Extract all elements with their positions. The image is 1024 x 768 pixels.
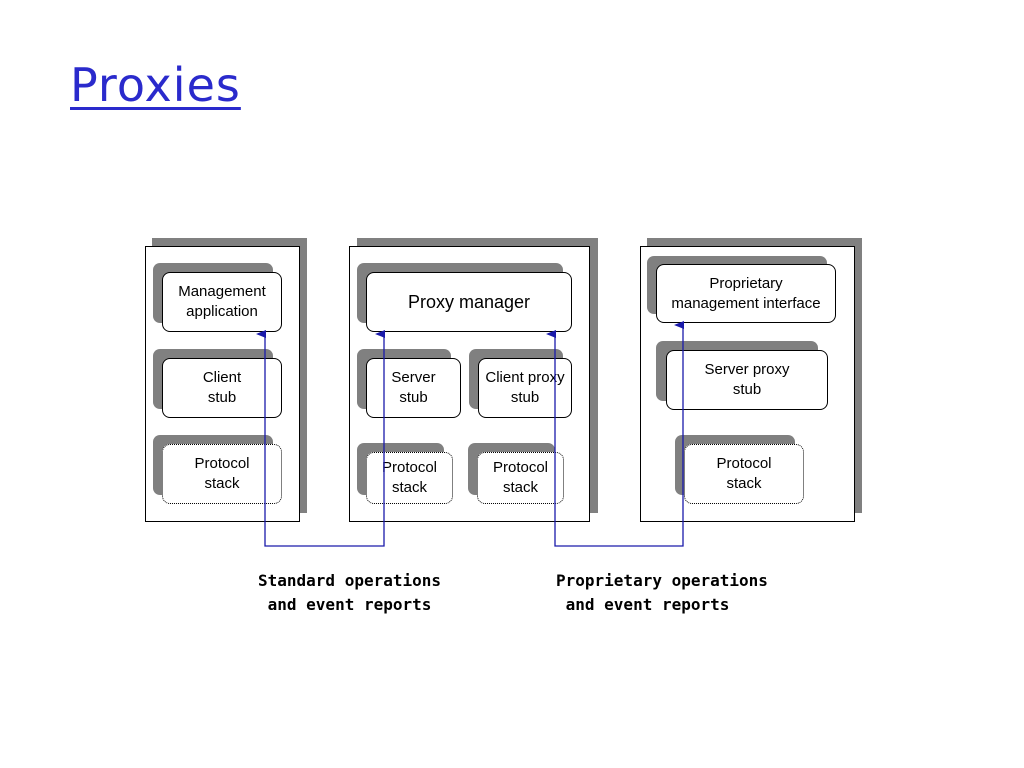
proxy-manager-box: Proxy manager (366, 272, 572, 332)
server-stub-box: Server stub (366, 358, 461, 418)
middle-protocol-stack-b-box: Protocol stack (477, 452, 564, 504)
proprietary-interface-box: Proprietary management interface (656, 264, 836, 323)
left-protocol-stack-box: Protocol stack (162, 444, 282, 504)
proprietary-operations-wire (546, 321, 684, 547)
middle-protocol-stack-a-box: Protocol stack (366, 452, 453, 504)
page-title: Proxies (70, 58, 241, 112)
client-proxy-stub-box: Client proxy stub (478, 358, 572, 418)
server-proxy-stub-box: Server proxy stub (666, 350, 828, 410)
proprietary-operations-caption: Proprietary operations and event reports (556, 571, 768, 614)
client-stub-box: Client stub (162, 358, 282, 418)
management-application-box: Management application (162, 272, 282, 332)
standard-operations-caption: Standard operations and event reports (258, 571, 442, 614)
standard-operations-wire (256, 330, 385, 547)
right-protocol-stack-box: Protocol stack (684, 444, 804, 504)
